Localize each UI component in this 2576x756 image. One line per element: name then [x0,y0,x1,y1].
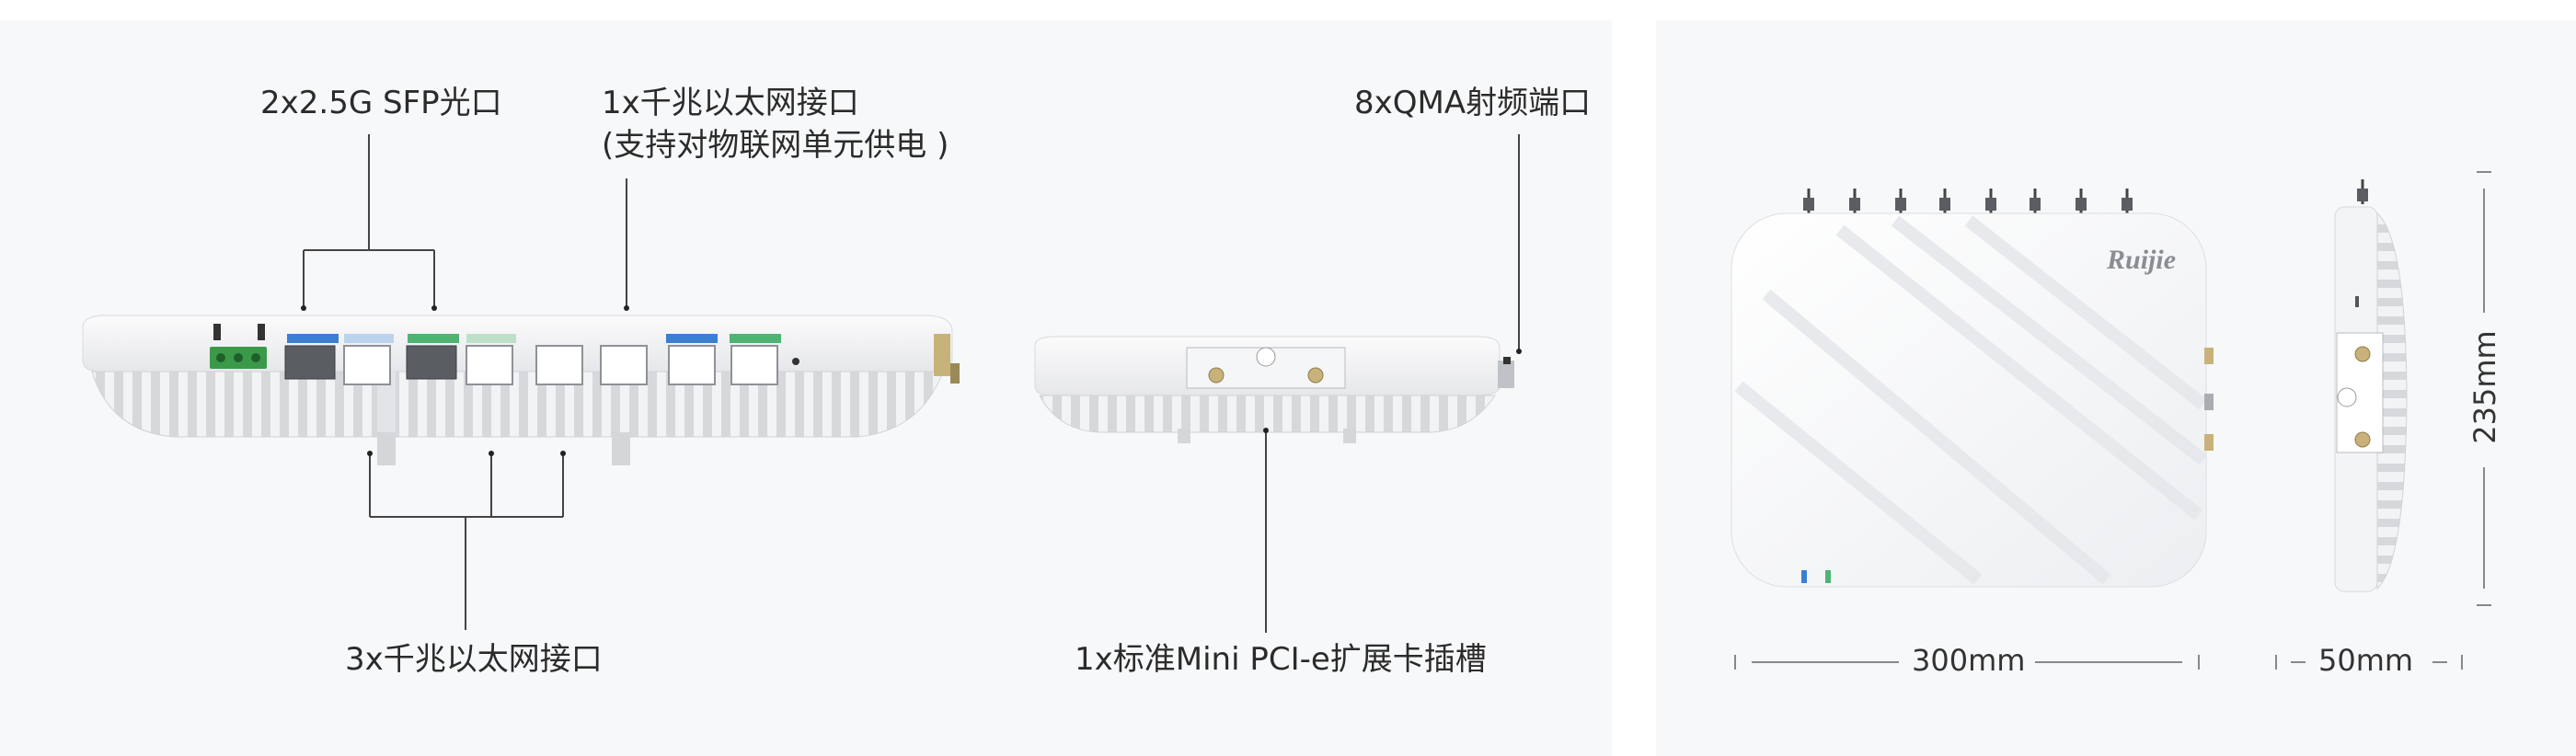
sfp-port [406,345,457,380]
narrow-side-device [2334,179,2408,592]
rj45-port [535,345,583,385]
rj45-port [343,345,391,385]
rj45-port [466,345,513,385]
poe-ethernet-label-line2: (支持对物联网单元供电 ) [602,126,949,164]
rj45-port [600,345,648,385]
foot [377,432,396,465]
depth-dimension: 50mm [2318,643,2414,678]
foot [612,432,630,465]
poe-ethernet-label: 1x千兆以太网接口 (支持对物联网单元供电 ) [602,83,949,167]
rj45-port [730,345,778,385]
rj45-port [668,345,716,385]
qma-label: 8xQMA射频端口 [1354,85,1592,121]
port-side-device [82,315,960,465]
height-dimension: 235mm [2467,330,2502,444]
sfp-label: 2x2.5G SFP光口 [260,85,502,121]
dimension-lines [1734,171,2491,670]
sfp-port [284,345,336,380]
ethernet-3x-label: 3x千兆以太网接口 [345,641,603,678]
width-dimension: 300mm [1912,643,2026,678]
pcie-label: 1x标准Mini PCI-e扩展卡插槽 [1075,641,1487,678]
pcie-side-device [1034,336,1514,443]
brand-logo: Ruijie [2106,245,2176,275]
reset-hole [792,358,799,365]
callout-lines [303,134,1520,633]
poe-ethernet-label-line1: 1x千兆以太网接口 [602,85,859,121]
top-view-device: Ruijie [1731,189,2214,588]
